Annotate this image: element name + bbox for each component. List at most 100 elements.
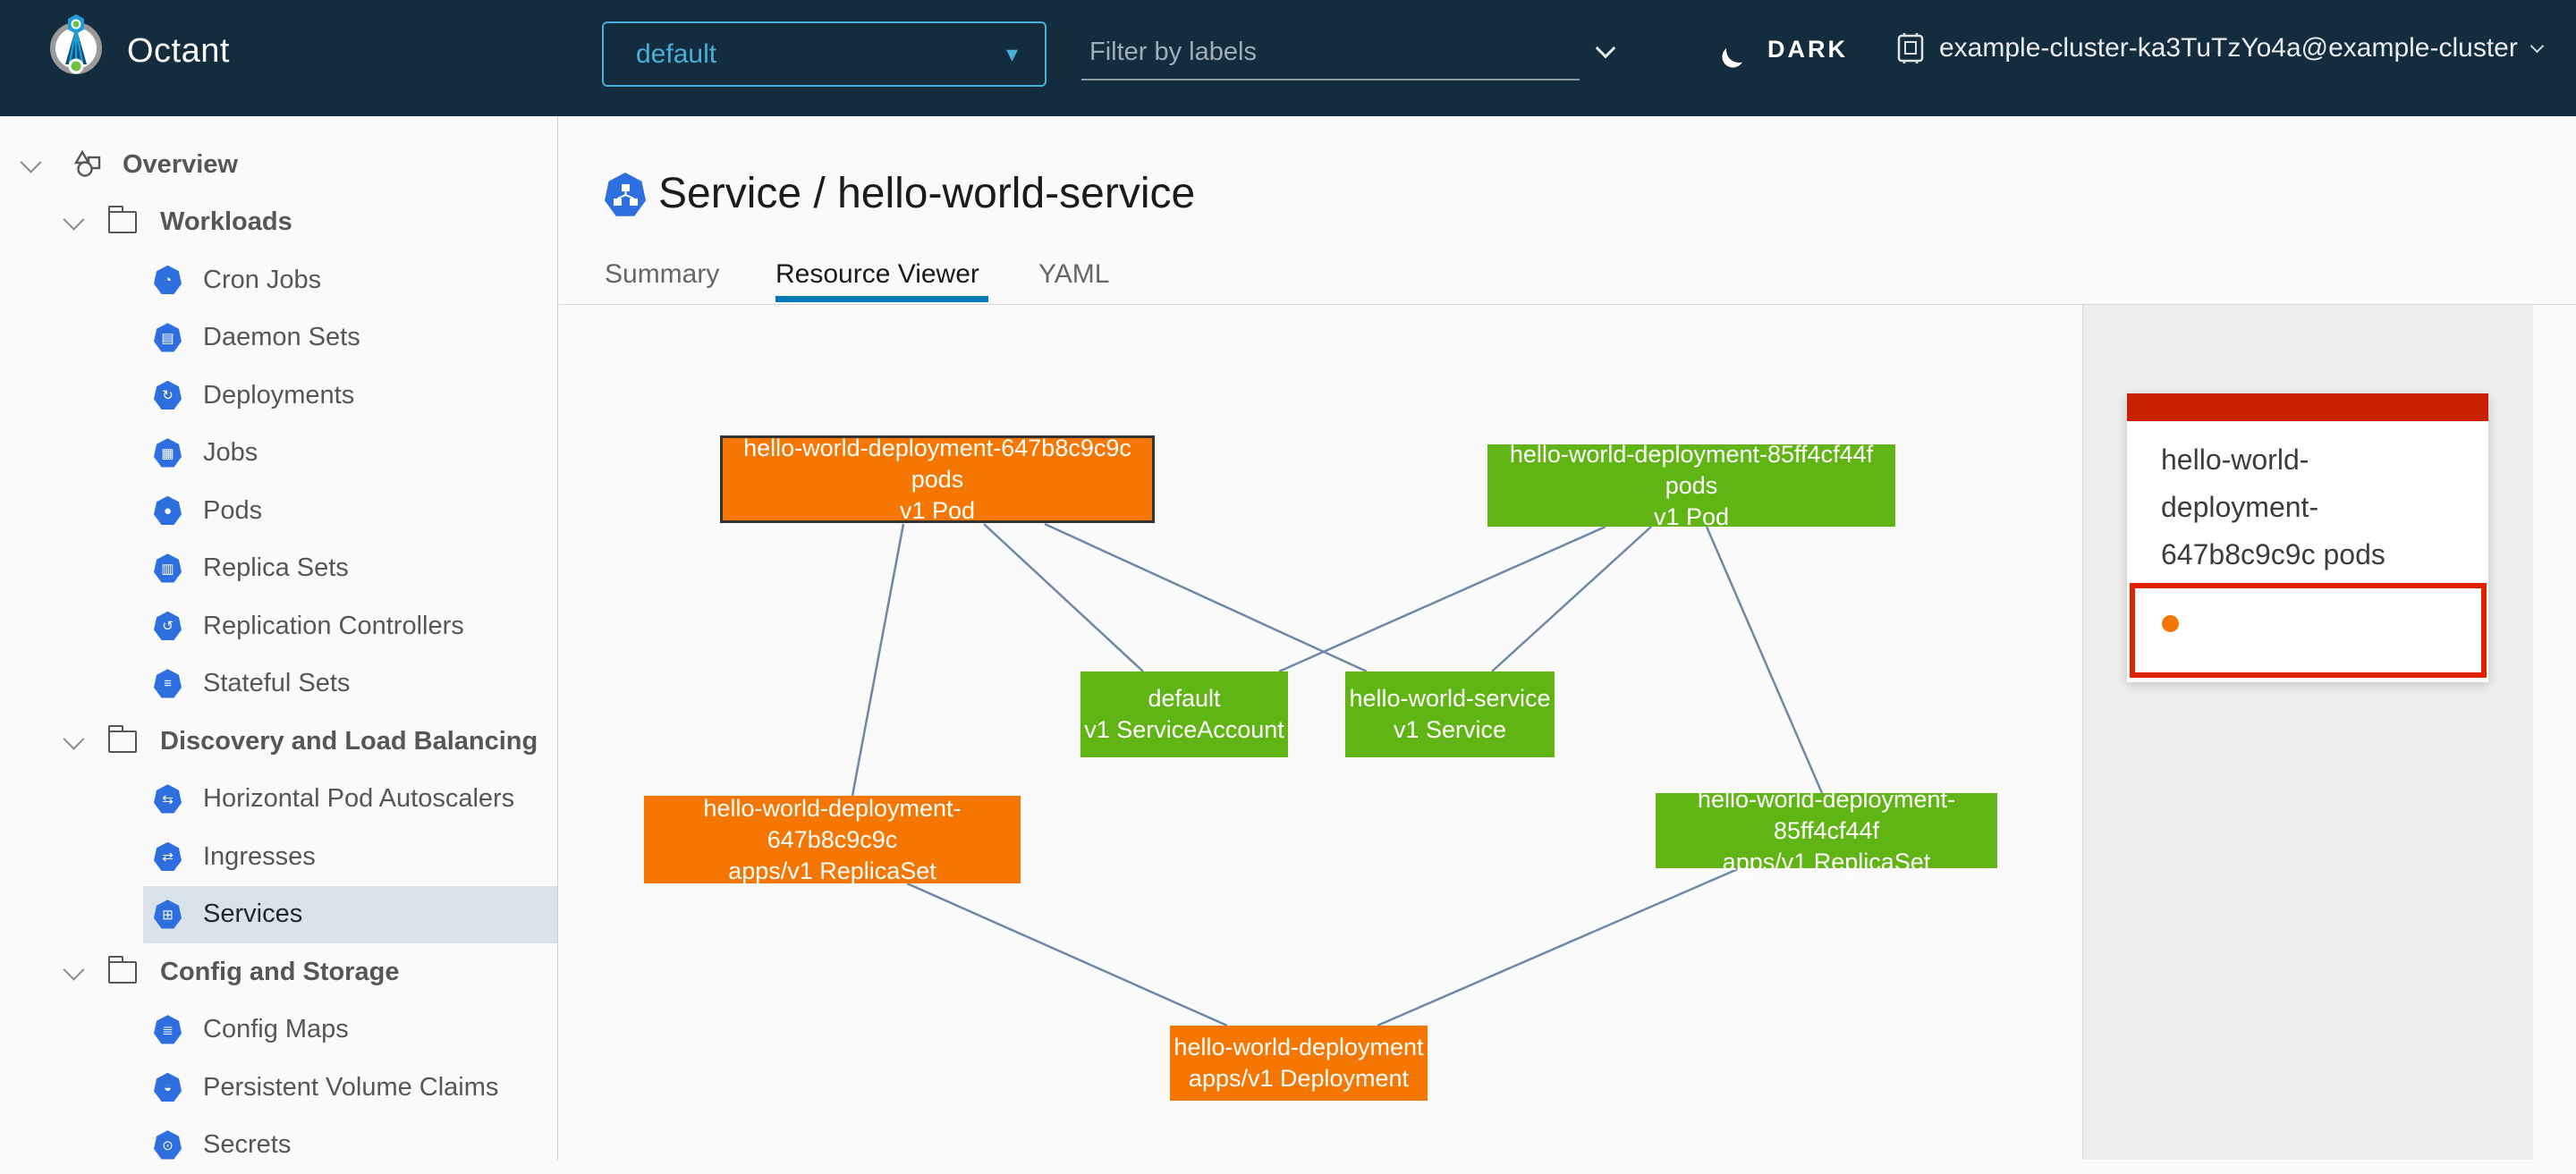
- graph-node-serviceaccount-default[interactable]: default v1 ServiceAccount: [1080, 671, 1288, 757]
- tab-yaml[interactable]: YAML: [1038, 259, 1109, 290]
- label-filter-placeholder: Filter by labels: [1089, 38, 1257, 67]
- detail-panel: hello-world-deployment-647b8c9c9c pods: [2082, 305, 2533, 1160]
- sidebar-group-discovery-and-load-balancing[interactable]: Discovery and Load Balancing: [0, 713, 557, 771]
- replicationcontroller-icon: ↺: [154, 612, 182, 641]
- graph-node-service-hello-world[interactable]: hello-world-service v1 Service: [1345, 671, 1555, 757]
- sidebar-group-workloads[interactable]: Workloads: [0, 194, 557, 252]
- sidebar-item-label: Horizontal Pod Autoscalers: [203, 784, 514, 814]
- page-title: Service / hello-world-service: [658, 169, 1195, 218]
- icon-glyph: ≣: [162, 1022, 174, 1038]
- namespace-dropdown-value: default: [636, 39, 716, 70]
- selected-resource-title: hello-world-deployment-647b8c9c9c pods: [2161, 436, 2461, 579]
- icon-glyph: ◒: [164, 1080, 172, 1095]
- tab-summary[interactable]: Summary: [605, 259, 719, 290]
- sidebar-group-config-and-storage[interactable]: Config and Storage: [0, 943, 557, 1001]
- service-icon: ⊞: [154, 900, 182, 929]
- cronjob-icon: ◔: [154, 266, 182, 295]
- graph-node-replicaset-85ff[interactable]: hello-world-deployment-85ff4cf44f apps/v…: [1656, 793, 1997, 868]
- sidebar-item-label: Replica Sets: [203, 553, 349, 583]
- dark-theme-label: DARK: [1767, 36, 1848, 63]
- sidebar-item-label: Stateful Sets: [203, 669, 350, 698]
- node-label: hello-world-deployment-647b8c9c9c: [644, 793, 1021, 856]
- moon-icon: [1724, 35, 1753, 64]
- pvc-icon: ◒: [154, 1073, 182, 1102]
- cluster-context-selector[interactable]: example-cluster-ka3TuTzYo4a@example-clus…: [1896, 32, 2542, 64]
- chevron-down-icon[interactable]: [20, 151, 41, 173]
- sidebar-item-persistent-volume-claims[interactable]: ◒ Persistent Volume Claims: [0, 1059, 557, 1117]
- deployment-icon: ↻: [154, 381, 182, 410]
- sidebar-item-daemon-sets[interactable]: ▤ Daemon Sets: [0, 309, 557, 367]
- sidebar-item-label: Deployments: [203, 381, 354, 410]
- active-tab-underline: [775, 296, 988, 302]
- folder-icon: [108, 211, 137, 233]
- chevron-down-icon[interactable]: [63, 209, 84, 231]
- app-header: Octant default ▾ Filter by labels DARK e…: [0, 0, 2576, 116]
- sidebar-item-replica-sets[interactable]: ▥ Replica Sets: [0, 540, 557, 598]
- graph-node-replicaset-647[interactable]: hello-world-deployment-647b8c9c9c apps/v…: [644, 796, 1021, 883]
- configmap-icon: ≣: [154, 1015, 182, 1044]
- cluster-context-label: example-cluster-ka3TuTzYo4a@example-clus…: [1939, 33, 2518, 63]
- sidebar-item-deployments[interactable]: ↻ Deployments: [0, 367, 557, 425]
- sidebar-item-label: Ingresses: [203, 842, 316, 872]
- sidebar-item-label: Daemon Sets: [203, 323, 360, 352]
- icon-glyph: ⊙: [162, 1137, 174, 1153]
- node-label: hello-world-deployment-85ff4cf44f pods: [1487, 439, 1895, 502]
- chevron-down-icon[interactable]: [63, 959, 84, 980]
- sidebar-item-label: Services: [203, 900, 302, 929]
- node-sublabel: apps/v1 ReplicaSet: [728, 856, 936, 887]
- sidebar-item-horizontal-pod-autoscalers[interactable]: ⇆ Horizontal Pod Autoscalers: [0, 771, 557, 829]
- graph-node-pod-647[interactable]: hello-world-deployment-647b8c9c9c pods v…: [720, 435, 1155, 523]
- node-label: hello-world-deployment: [1174, 1032, 1423, 1063]
- folder-icon: [108, 731, 137, 753]
- sidebar-item-label: Secrets: [203, 1130, 291, 1160]
- node-sublabel: apps/v1 ReplicaSet: [1723, 847, 1931, 878]
- service-icon: [605, 173, 646, 217]
- sidebar-item-label: Config and Storage: [160, 958, 399, 987]
- selected-resource-card: hello-world-deployment-647b8c9c9c pods: [2127, 393, 2488, 682]
- tab-resource-viewer[interactable]: Resource Viewer: [775, 259, 979, 290]
- icon-glyph: ▦: [161, 445, 174, 461]
- daemonset-icon: ▤: [154, 323, 182, 352]
- sidebar-item-label: Discovery and Load Balancing: [160, 727, 538, 756]
- sidebar-item-stateful-sets[interactable]: ≡ Stateful Sets: [0, 655, 557, 714]
- namespace-dropdown[interactable]: default ▾: [602, 21, 1046, 87]
- sidebar-item-secrets[interactable]: ⊙ Secrets: [0, 1117, 557, 1174]
- sidebar-item-label: Cron Jobs: [203, 266, 321, 295]
- icon-glyph: ⇆: [162, 791, 174, 807]
- caret-down-icon: ▾: [1006, 40, 1018, 68]
- graph-node-deployment[interactable]: hello-world-deployment apps/v1 Deploymen…: [1170, 1026, 1428, 1101]
- sidebar-item-replication-controllers[interactable]: ↺ Replication Controllers: [0, 597, 557, 655]
- job-icon: ▦: [154, 438, 182, 468]
- chevron-down-icon[interactable]: [1596, 38, 1616, 59]
- label-filter-input[interactable]: Filter by labels: [1081, 18, 1618, 80]
- node-label: hello-world-service: [1349, 683, 1550, 714]
- folder-icon: [108, 961, 137, 984]
- objects-icon: [71, 148, 103, 181]
- sidebar-item-services[interactable]: ⊞ Services: [0, 886, 557, 944]
- node-sublabel: apps/v1 Deployment: [1189, 1063, 1409, 1094]
- sidebar-item-label: Replication Controllers: [203, 612, 464, 641]
- graph-node-pod-85ff[interactable]: hello-world-deployment-85ff4cf44f pods v…: [1487, 444, 1895, 527]
- sidebar-item-config-maps[interactable]: ≣ Config Maps: [0, 1001, 557, 1060]
- icon-glyph: ▤: [161, 330, 174, 346]
- sidebar-item-overview[interactable]: Overview: [0, 136, 557, 194]
- cluster-icon: [1896, 32, 1925, 64]
- sidebar-item-jobs[interactable]: ▦ Jobs: [0, 425, 557, 483]
- sidebar-item-ingresses[interactable]: ⇄ Ingresses: [0, 828, 557, 886]
- pod-icon: ●: [154, 496, 182, 526]
- ingress-icon: ⇄: [154, 842, 182, 872]
- icon-glyph: ↺: [162, 618, 174, 634]
- octant-logo-icon: [47, 13, 106, 79]
- icon-glyph: ⊞: [162, 907, 174, 923]
- chevron-down-icon[interactable]: [63, 728, 84, 749]
- card-status-bar: [2127, 393, 2488, 421]
- sidebar-item-cron-jobs[interactable]: ◔ Cron Jobs: [0, 251, 557, 309]
- sidebar-item-label: Persistent Volume Claims: [203, 1073, 498, 1102]
- sidebar-item-pods[interactable]: ● Pods: [0, 482, 557, 540]
- node-label: default: [1148, 683, 1220, 714]
- dark-theme-toggle[interactable]: DARK: [1726, 36, 1848, 63]
- icon-glyph: ⇄: [162, 849, 174, 865]
- sidebar-item-label: Workloads: [160, 207, 292, 237]
- icon-glyph: ●: [164, 503, 172, 519]
- pod-status-box: [2130, 583, 2487, 678]
